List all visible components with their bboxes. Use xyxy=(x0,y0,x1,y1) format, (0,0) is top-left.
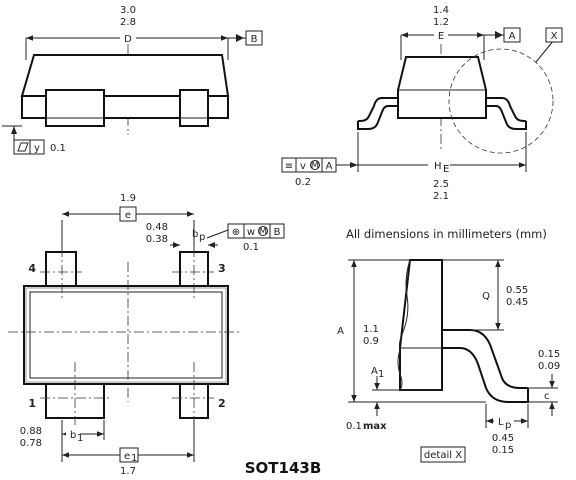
flatness-icon xyxy=(17,142,29,152)
pin-label-1: 1 xyxy=(28,397,36,410)
break-line-lower xyxy=(397,349,403,391)
dim-Q-max: 0.55 xyxy=(506,285,528,296)
datum-B-box xyxy=(245,30,263,46)
dim-Lp-label: L xyxy=(498,417,504,428)
dim-e-value: 1.9 xyxy=(120,193,136,204)
dim-HE-label: H xyxy=(434,161,442,172)
flatness-value: 0.1 xyxy=(50,143,66,154)
symmetry-modifier: M xyxy=(311,160,320,171)
symmetry-icon: ≡ xyxy=(285,161,293,172)
top-view: 3.0 2.8 D B y 0.1 xyxy=(2,5,263,155)
pin-label-4: 4 xyxy=(28,262,36,275)
datum-A-label: A xyxy=(509,31,516,42)
side-view: 1.4 1.2 E A X H E 2.5 2.1 ≡ v xyxy=(281,5,563,202)
detail-x-label-box xyxy=(420,446,466,463)
callout-x-label: X xyxy=(551,31,558,42)
dim-b1-sub: 1 xyxy=(77,433,83,444)
detail-x-view: Q 0.55 0.45 A 1.1 0.9 A 1 0.1 max c 0.15… xyxy=(337,259,560,463)
lead-top-right xyxy=(179,89,209,127)
dim-bp-sub: p xyxy=(199,232,205,243)
dim-E-min: 1.2 xyxy=(433,17,449,28)
position-value: 0.1 xyxy=(243,242,259,253)
detail-lead-bottom-edge xyxy=(442,347,529,403)
symmetry-datum: A xyxy=(326,161,333,172)
dim-A1-sub: 1 xyxy=(378,369,384,380)
dim-e1-box xyxy=(119,447,139,463)
flatness-symbol-box xyxy=(13,139,31,155)
dim-bp-min: 0.38 xyxy=(146,234,168,245)
position-modifier: M xyxy=(259,226,268,237)
datum-A-box xyxy=(503,27,521,43)
dim-HE-sub: E xyxy=(443,164,449,175)
dim-Lp-max: 0.45 xyxy=(492,433,514,444)
dim-Q-min: 0.45 xyxy=(506,297,528,308)
dim-Lp-sub: p xyxy=(505,420,511,431)
package-bottom-inner xyxy=(29,291,223,379)
dim-c-max: 0.15 xyxy=(538,349,560,360)
lead-top-left xyxy=(45,89,105,127)
pin-label-2: 2 xyxy=(218,397,226,410)
callout-x-box xyxy=(545,27,563,43)
detail-x-callout-circle xyxy=(448,48,554,154)
dim-D-label: D xyxy=(124,34,132,45)
pin-label-3: 3 xyxy=(218,262,226,275)
dim-A1-label: A xyxy=(371,366,378,377)
dim-bp-label: b xyxy=(192,229,198,240)
dim-b1-min: 0.78 xyxy=(20,438,42,449)
detail-x-label: detail X xyxy=(424,450,462,461)
dim-HE-max: 2.5 xyxy=(433,179,449,190)
dim-e1-sub: 1 xyxy=(131,453,137,464)
dim-A-max: 1.1 xyxy=(363,324,379,335)
dim-HE-min: 2.1 xyxy=(433,191,449,202)
dim-D-min: 2.8 xyxy=(120,17,136,28)
datum-B-label: B xyxy=(251,34,258,45)
symmetry-ref: v xyxy=(300,161,306,172)
dim-b1-label: b xyxy=(70,430,76,441)
dim-D-max: 3.0 xyxy=(120,5,136,16)
position-datum: B xyxy=(274,227,281,238)
position-ref: w xyxy=(247,227,255,238)
dim-c-label: c xyxy=(544,391,550,402)
dim-A1-max-word: max xyxy=(363,421,387,432)
dim-b1-max: 0.88 xyxy=(20,426,42,437)
symmetry-value: 0.2 xyxy=(295,177,311,188)
position-icon: ⊕ xyxy=(232,227,240,238)
units-note: All dimensions in millimeters (mm) xyxy=(346,227,547,241)
dim-e1-label: e xyxy=(124,451,130,462)
detail-lead-top-edge xyxy=(442,329,528,389)
lead-side-left xyxy=(358,97,398,122)
package-side-body xyxy=(397,56,487,119)
dim-e-label: e xyxy=(125,210,131,221)
dim-E-label: E xyxy=(438,31,444,42)
lead-side-right xyxy=(486,97,526,122)
dim-e-box xyxy=(119,206,137,222)
dim-A-min: 0.9 xyxy=(363,336,379,347)
dim-A1-value: 0.1 xyxy=(346,421,362,432)
dim-A-label: A xyxy=(337,326,344,337)
dim-e1-value: 1.7 xyxy=(120,466,136,477)
dim-Q-label: Q xyxy=(482,291,490,302)
break-line-upper xyxy=(398,259,411,349)
package-bottom-outline xyxy=(23,285,229,385)
dim-bp-max: 0.48 xyxy=(146,222,168,233)
dim-E-max: 1.4 xyxy=(433,5,449,16)
bottom-view: 1.9 e 0.48 0.38 b p ⊕ w M B 0.1 xyxy=(8,193,285,477)
dim-Lp-min: 0.15 xyxy=(492,445,514,456)
dim-c-min: 0.09 xyxy=(538,361,560,372)
package-title: SOT143B xyxy=(245,459,322,477)
flatness-ref: y xyxy=(34,143,40,154)
